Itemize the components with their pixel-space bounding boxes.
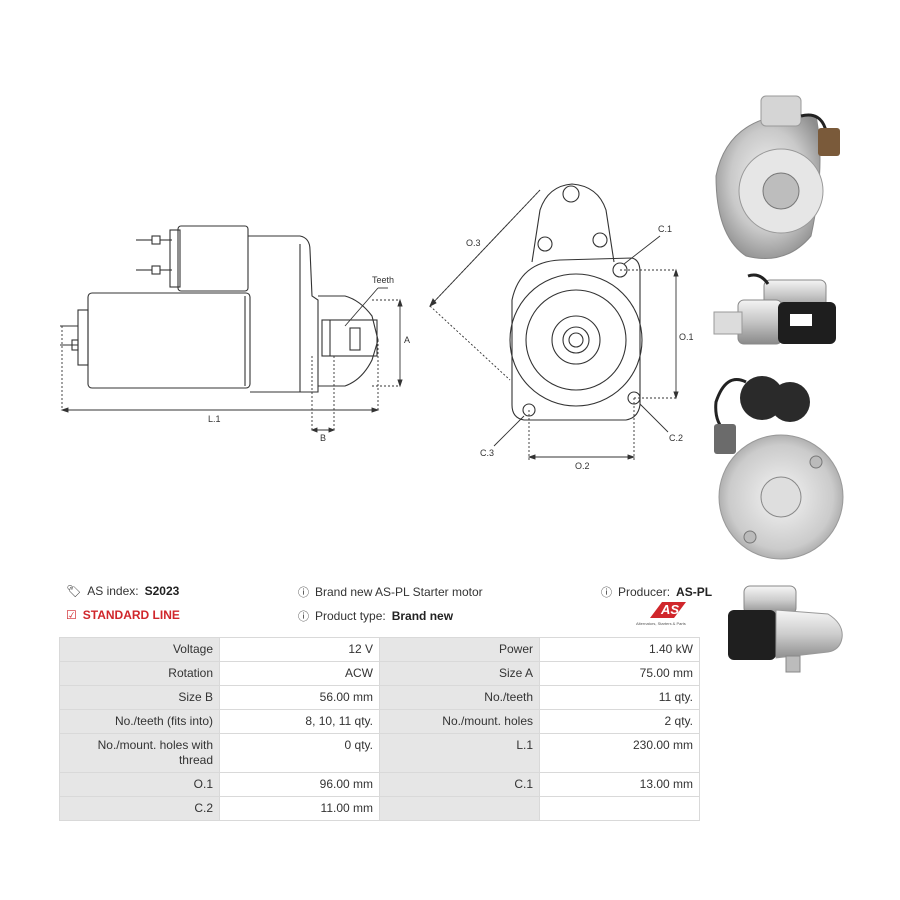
spec-label: No./mount. holes xyxy=(379,709,540,734)
spec-label: O.1 xyxy=(59,772,220,797)
standard-line-label: STANDARD LINE xyxy=(82,608,180,622)
spec-value: 75.00 mm xyxy=(539,661,700,686)
dim-o1-label: O.1 xyxy=(679,332,694,342)
spec-value: 13.00 mm xyxy=(539,772,700,797)
spec-label: Rotation xyxy=(59,661,220,686)
producer-value: AS-PL xyxy=(676,585,713,599)
info-icon: ⓘ xyxy=(601,587,612,599)
dim-c1-label: C.1 xyxy=(658,224,672,234)
product-photo-rear xyxy=(714,376,844,560)
dim-o2-label: O.2 xyxy=(575,461,590,471)
product-photo-front xyxy=(715,95,840,259)
dim-o3-label: O.3 xyxy=(466,238,481,248)
spec-label: C.1 xyxy=(379,772,540,797)
spec-label: L.1 xyxy=(379,733,540,773)
dim-b-label: B xyxy=(320,433,326,443)
as-index-value: S2023 xyxy=(144,584,180,598)
spec-value xyxy=(539,796,700,821)
spec-label: No./mount. holes with thread xyxy=(59,733,220,773)
spec-label: No./teeth (fits into) xyxy=(59,709,220,734)
info-icon: ⓘ xyxy=(298,587,309,599)
product-description: ⓘ Brand new AS-PL Starter motor xyxy=(298,584,483,600)
teeth-label: Teeth xyxy=(372,275,394,285)
tags-icon: 🏷 xyxy=(66,584,82,598)
asp-logo: AS Alternators, Starters & Parts xyxy=(636,600,700,630)
info-icon: ⓘ xyxy=(298,611,309,623)
side-view-drawing: Teeth A B L.1 xyxy=(60,225,410,443)
spec-value: 96.00 mm xyxy=(219,772,380,797)
product-type: ⓘ Product type: Brand new xyxy=(298,608,453,624)
product-type-label: Product type: xyxy=(315,609,386,623)
spec-value: 56.00 mm xyxy=(219,685,380,710)
spec-value: 1.40 kW xyxy=(539,637,700,662)
spec-value: 12 V xyxy=(219,637,380,662)
product-type-value: Brand new xyxy=(391,609,454,623)
front-view-drawing: O.3 C.1 O.1 C.2 C.3 O.2 xyxy=(429,183,694,471)
spec-value: 2 qty. xyxy=(539,709,700,734)
spec-value: 230.00 mm xyxy=(539,733,700,773)
spec-value: 0 qty. xyxy=(219,733,380,773)
product-photo-angle xyxy=(728,585,843,673)
spec-value: 11.00 mm xyxy=(219,796,380,821)
spec-label: Voltage xyxy=(59,637,220,662)
dim-c2-label: C.2 xyxy=(669,433,683,443)
asp-logo-mark xyxy=(650,602,686,618)
product-photo-side xyxy=(713,273,836,345)
spec-label: Size A xyxy=(379,661,540,686)
spec-label: Power xyxy=(379,637,540,662)
spec-label: Size B xyxy=(59,685,220,710)
as-index: 🏷 AS index: S2023 xyxy=(66,584,179,598)
logo-text: AS xyxy=(661,602,680,617)
spec-value: ACW xyxy=(219,661,380,686)
spec-value: 8, 10, 11 qty. xyxy=(219,709,380,734)
dim-c3-label: C.3 xyxy=(480,448,494,458)
spec-label xyxy=(379,796,540,821)
spec-label: C.2 xyxy=(59,796,220,821)
dim-l1-label: L.1 xyxy=(208,414,221,424)
producer: ⓘ Producer: AS-PL xyxy=(601,584,712,600)
spec-row: No./teeth (fits into)8, 10, 11 qty.No./m… xyxy=(59,709,700,734)
description-text: Brand new AS-PL Starter motor xyxy=(315,585,483,599)
spec-label: No./teeth xyxy=(379,685,540,710)
spec-value: 11 qty. xyxy=(539,685,700,710)
as-index-label: AS index: xyxy=(87,584,139,598)
producer-label: Producer: xyxy=(618,585,671,599)
standard-line: ☑ STANDARD LINE xyxy=(66,608,180,622)
checkbox-icon: ☑ xyxy=(66,608,77,622)
logo-tagline: Alternators, Starters & Parts xyxy=(636,621,686,626)
dim-a-label: A xyxy=(404,335,410,345)
